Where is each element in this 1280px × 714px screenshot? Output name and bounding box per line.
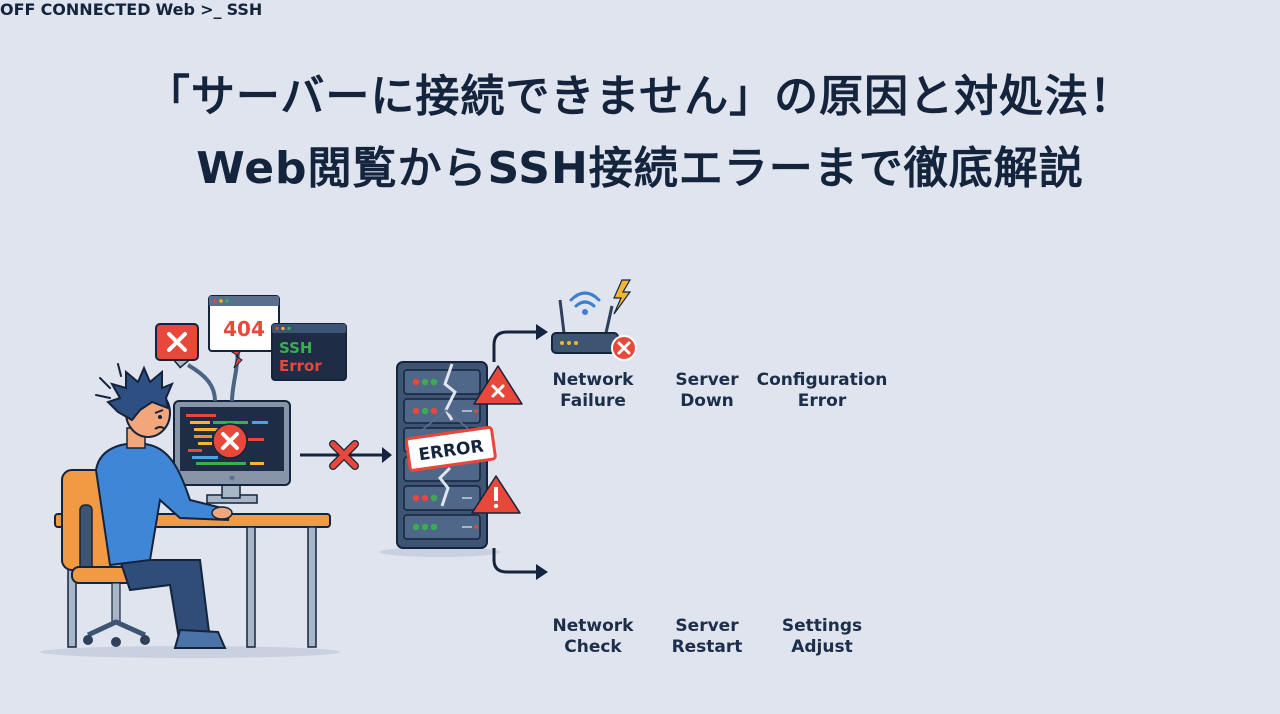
monitor-with-error xyxy=(173,400,291,504)
cause-network-failure: Network Failure xyxy=(518,370,668,412)
cause-server-down-icon: OFF xyxy=(0,0,41,19)
ssh-error-terminal: SSH Error xyxy=(271,323,347,381)
connected-badge: CONNECTED xyxy=(41,0,156,19)
cause-label-line1: Server xyxy=(675,370,739,390)
broken-server: ERROR xyxy=(380,361,523,557)
connected-text: CONNECTED xyxy=(40,0,151,19)
web-label: Web xyxy=(155,0,195,19)
error-label: Error xyxy=(279,357,322,375)
frustrated-person xyxy=(94,363,233,649)
warning-triangle-icon xyxy=(471,475,521,514)
cause-label-line1: Network xyxy=(552,370,634,390)
solution-label-line1: Settings xyxy=(781,616,863,636)
solution-label-line1: Network xyxy=(552,616,634,636)
ssh-label: SSH xyxy=(226,0,263,19)
error-code-404: 404 xyxy=(223,317,265,341)
screen-error-icon xyxy=(212,423,248,459)
branch-arrows xyxy=(492,330,538,574)
cause-network-failure-icon xyxy=(551,279,638,362)
ssh-terminal-window: >_ xyxy=(200,0,227,19)
error-triangle-icon xyxy=(473,365,523,405)
solution-network-check: Network Check xyxy=(518,616,668,658)
frustrated-user-scene: 404 SSH Error xyxy=(40,295,347,658)
solution-settings-adjust: Settings Adjust xyxy=(747,616,897,658)
error-sign: ERROR xyxy=(404,425,497,472)
cause-label-line1: Configuration xyxy=(756,370,888,390)
cause-configuration-error: Configuration Error xyxy=(747,370,897,412)
terminal-prompt: >_ xyxy=(200,0,222,19)
error-x-icon xyxy=(155,323,199,361)
solution-label-line2: Adjust xyxy=(791,637,853,657)
solution-label-line2: Restart xyxy=(671,637,743,657)
off-badge-text: OFF xyxy=(0,0,36,19)
cause-label-line2: Error xyxy=(797,391,847,411)
browser-404-window: 404 xyxy=(208,295,280,352)
solution-label-line2: Check xyxy=(564,637,622,657)
cause-server-down: Server Down xyxy=(632,370,782,412)
blocked-connection-arrow xyxy=(300,440,392,470)
solution-server-restart: Server Restart xyxy=(632,616,782,658)
solution-label-line1: Server xyxy=(675,616,739,636)
title-line-1: 「サーバーに接続できません」の原因と対処法！ xyxy=(145,71,1135,122)
cause-label-line2: Down xyxy=(680,391,734,411)
stress-lines xyxy=(95,363,122,399)
cause-label-line2: Failure xyxy=(560,391,626,411)
ssh-label: SSH xyxy=(279,339,313,357)
title-line-2: Web閲覧からSSH接続エラーまで徹底解説 xyxy=(196,143,1084,194)
